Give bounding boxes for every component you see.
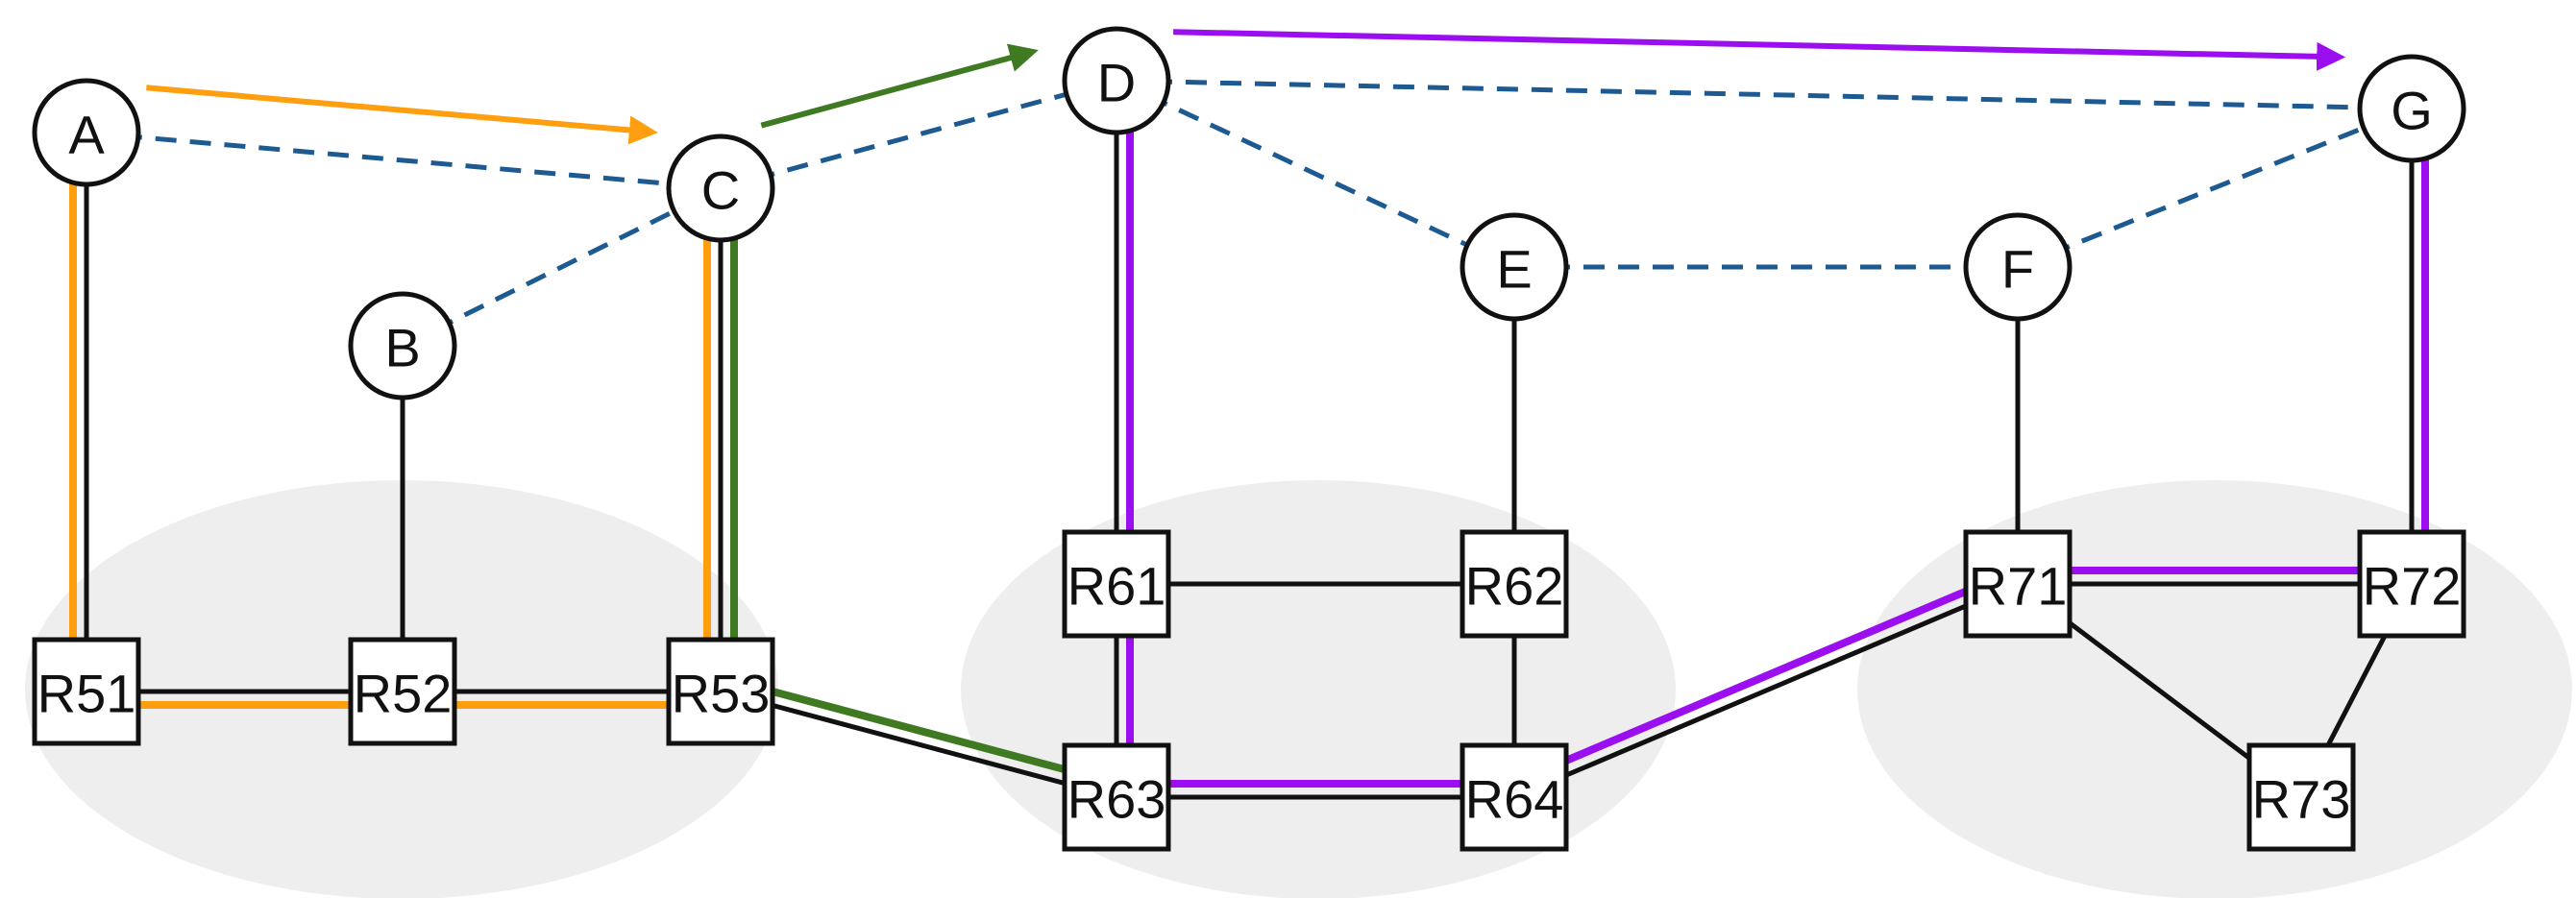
router-R62: R62: [1460, 529, 1569, 639]
overlay-node-A: A: [32, 78, 141, 187]
physical-link-R64-R71: [1513, 581, 2019, 800]
router-R51: R51: [32, 637, 141, 746]
overlay-link-A-C: [86, 130, 722, 191]
router-box: [2357, 529, 2466, 639]
path-arrow-C-D: [760, 43, 1039, 129]
overlay-link-F-G: [2017, 106, 2413, 270]
overlay-node-circle: [1062, 26, 1171, 135]
router-label: R64: [1465, 769, 1564, 830]
overlay-node-circle: [2357, 54, 2466, 163]
router-R72: R72: [2357, 529, 2466, 639]
overlay-node-circle: [666, 133, 775, 243]
router-box: [348, 637, 457, 746]
router-label: R71: [1969, 556, 2068, 617]
overlay-node-circle: [1963, 212, 2073, 322]
overlay-node-label: B: [384, 318, 420, 378]
router-box: [2246, 742, 2356, 852]
overlay-link-D-E: [1115, 78, 1516, 270]
router-label: R73: [2252, 769, 2351, 830]
overlay-node-label: A: [68, 105, 105, 165]
router-R61: R61: [1062, 529, 1171, 639]
overlay-node-label: E: [1496, 239, 1532, 300]
router-box: [666, 637, 775, 746]
path-arrow-A-C: [146, 85, 658, 145]
physical-link-R53-R63: [720, 689, 1117, 800]
overlay-node-B: B: [348, 291, 457, 400]
overlay-node-C: C: [666, 133, 775, 243]
path-segment-R64-R71: [1504, 566, 2018, 790]
router-label: R53: [672, 664, 771, 724]
router-label: R52: [354, 664, 453, 724]
router-label: R62: [1465, 556, 1564, 617]
overlay-node-label: G: [2391, 81, 2433, 141]
router-box: [1062, 742, 1171, 852]
overlay-node-circle: [348, 291, 457, 400]
router-R63: R63: [1062, 742, 1171, 852]
overlay-node-circle: [32, 78, 141, 187]
router-label: R63: [1067, 769, 1166, 830]
router-box: [1062, 529, 1171, 639]
router-box: [1460, 529, 1569, 639]
router-box: [32, 637, 141, 746]
router-R71: R71: [1963, 529, 2073, 639]
path-arrow-D-G: [1173, 29, 2346, 71]
overlay-node-D: D: [1062, 26, 1171, 135]
overlay-node-circle: [1460, 212, 1569, 322]
router-R73: R73: [2246, 742, 2356, 852]
overlay-link-layer: [86, 78, 2413, 349]
overlay-node-G: G: [2357, 54, 2466, 163]
overlay-node-label: C: [701, 160, 740, 221]
overlay-node-label: F: [2001, 239, 2034, 300]
router-box: [1963, 529, 2073, 639]
path-segment-R53-R63: [719, 673, 1125, 789]
router-R52: R52: [348, 637, 457, 746]
router-R53: R53: [666, 637, 775, 746]
overlay-link-C-D: [720, 78, 1117, 191]
router-label: R61: [1067, 556, 1166, 617]
path-arrow-layer: [146, 29, 2346, 145]
overlay-node-E: E: [1460, 212, 1569, 322]
overlay-link-D-G: [1116, 78, 2413, 111]
router-R64: R64: [1460, 742, 1569, 852]
router-label: R51: [37, 664, 136, 724]
router-label: R72: [2363, 556, 2462, 617]
router-box: [1460, 742, 1569, 852]
overlay-node-label: D: [1097, 53, 1136, 113]
overlay-node-F: F: [1963, 212, 2073, 322]
overlay-link-B-C: [401, 185, 723, 349]
